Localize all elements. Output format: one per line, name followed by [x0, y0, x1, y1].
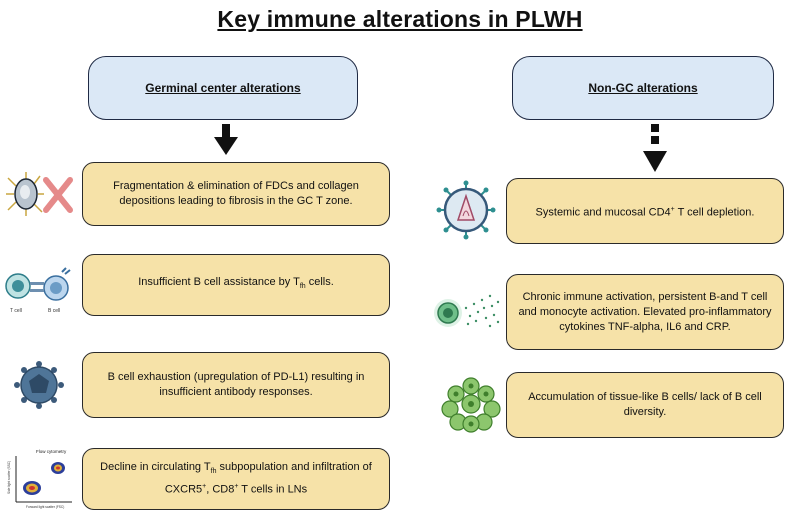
header-germinal-center: Germinal center alterations — [88, 56, 358, 120]
box-tfh-assistance-text: Insufficient B cell assistance by Tfh ce… — [138, 276, 334, 291]
b-cell-label: B cell — [48, 308, 60, 314]
header-germinal-center-label: Germinal center alterations — [145, 81, 301, 95]
box-tfh-decline-text: Decline in circulating Tfh subpopulation… — [100, 461, 372, 496]
box-cd4-depletion-text: Systemic and mucosal CD4+ T cell depleti… — [535, 205, 755, 219]
box-tfh-assistance: Insufficient B cell assistance by Tfh ce… — [82, 254, 390, 316]
box-chronic-activation: Chronic immune activation, persistent B-… — [506, 274, 784, 350]
dashed-arrow-down-icon — [643, 124, 667, 172]
box-tfh-decline: Decline in circulating Tfh subpopulation… — [82, 448, 390, 510]
box-tissue-like-bcells: Accumulation of tissue-like B cells/ lac… — [506, 372, 784, 438]
header-non-gc-label: Non-GC alterations — [588, 81, 698, 95]
bcell-cluster-icon — [441, 377, 501, 433]
flow-x-label: Forward light scatter (FSC) — [26, 505, 64, 509]
box-fdc-fragmentation-text: Fragmentation & elimination of FDCs and … — [113, 180, 359, 207]
box-chronic-activation-text: Chronic immune activation, persistent B-… — [518, 290, 772, 333]
box-cd4-depletion: Systemic and mucosal CD4+ T cell depleti… — [506, 178, 784, 244]
cytokine-release-icon — [434, 294, 500, 328]
box-fdc-fragmentation: Fragmentation & elimination of FDCs and … — [82, 162, 390, 226]
tfh-bcell-interaction-icon: T cell B cell — [5, 267, 71, 314]
fdc-crossed-icon — [6, 172, 73, 216]
header-non-gc: Non-GC alterations — [512, 56, 774, 120]
box-bcell-exhaustion-text: B cell exhaustion (upregulation of PD-L1… — [107, 371, 365, 398]
flow-title-label: Flow cytometry — [36, 449, 67, 454]
page-title: Key immune alterations in PLWH — [217, 6, 583, 32]
t-cell-label: T cell — [10, 308, 22, 314]
flow-cytometry-plot-icon: Flow cytometry Forward light scatter (FS… — [7, 449, 72, 509]
hiv-virus-icon — [436, 180, 496, 240]
box-tissue-like-bcells-text: Accumulation of tissue-like B cells/ lac… — [528, 391, 762, 418]
box-bcell-exhaustion: B cell exhaustion (upregulation of PD-L1… — [82, 352, 390, 418]
exhausted-bcell-icon — [14, 361, 64, 409]
flow-y-label: Side light scatter (SSC) — [7, 461, 11, 494]
solid-arrow-down-icon — [214, 124, 238, 155]
